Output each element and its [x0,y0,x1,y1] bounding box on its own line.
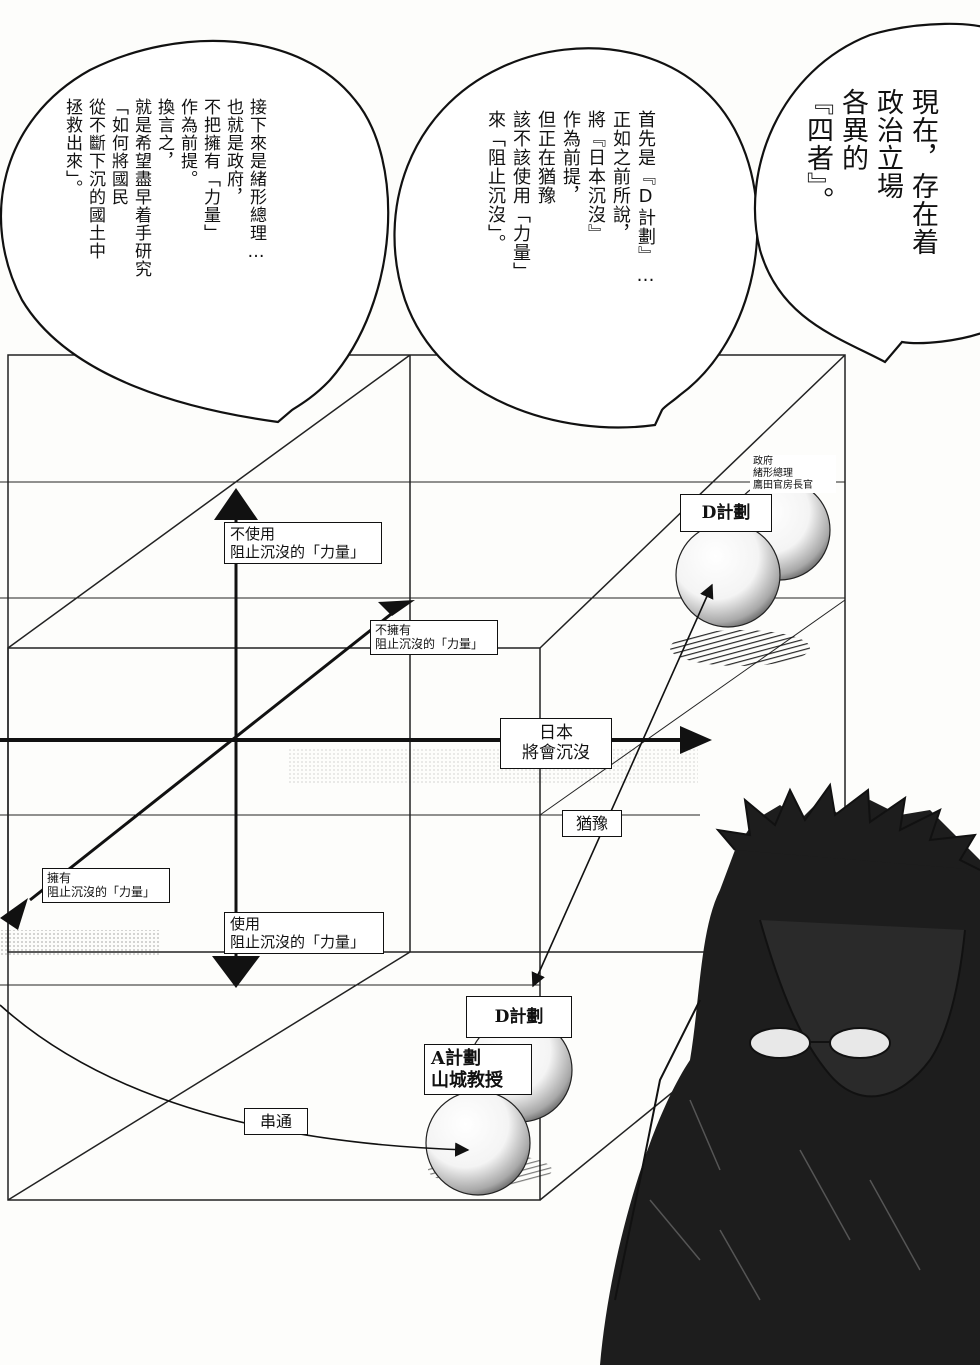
arrow-back-icon [378,600,415,616]
balloon-middle-line: 作為前提， [560,110,581,205]
label-line: 將會沉沒 [522,743,590,764]
balloon-middle [393,47,759,429]
label-line: 不擁有 [375,623,412,637]
label-line: 緒形總理 [753,468,793,479]
label-d-plan-bottom: D計劃 [466,996,572,1039]
label-use-force: 使用 阻止沉沒的「力量」 [224,912,384,954]
label-line: 阻止沉沒的「力量」 [230,543,366,561]
balloon-right [753,22,980,364]
label-a-plan: A計劃 山城教授 [424,1044,532,1096]
balloon-middle-text: 首先是『D計劃』… 正如之前所說， 將『日本沉沒』 作為前提， 但正在猶豫 該不… [483,110,658,370]
balloon-right-line: 『四者』。 [802,88,833,215]
label-japan-sinks: 日本 將會沉沒 [500,718,612,769]
sphere-d-plan-top [675,522,781,628]
balloon-middle-line: 將『日本沉沒』 [585,110,606,243]
balloon-right-line: 各異的 [837,88,868,172]
character-illustration [600,782,980,1365]
label-line: 鷹田官房長官 [753,480,813,491]
sphere-a-plan [425,1090,531,1196]
arrow-up-icon [214,488,258,520]
balloon-left-line: 拯救出來」。 [62,98,82,198]
arrow-down-icon [212,956,260,988]
balloon-right-line: 現在，存在着 [907,88,938,256]
balloon-left-line: 換言之， [154,98,174,170]
relation-arrows [0,583,714,1157]
balloon-left-line: 從不斷下沉的國土中 [85,98,105,260]
label-hesitate: 猶豫 [562,810,622,838]
label-own-force: 擁有 阻止沉沒的「力量」 [42,868,170,903]
label-line: 擁有 [47,871,72,885]
balloon-left-line: 也就是政府， [223,98,243,206]
balloon-right-text: 現在，存在着 政治立場 各異的 『四者』。 [800,88,940,308]
balloon-left-text: 接下來是緒形總理… 也就是政府， 不把擁有「力量」 作為前提。 換言之， 就是希… [60,98,267,398]
label-line: A計劃 [431,1048,481,1069]
label-line: 使用 [230,915,261,933]
balloon-middle-line: 正如之前所說， [610,110,631,243]
balloon-left-line: 作為前提。 [177,98,197,188]
balloon-middle-line: 首先是『D計劃』… [635,110,656,287]
glasses-right-lens [829,1027,891,1059]
glasses-left-lens [749,1027,811,1059]
balloon-right-line: 政治立場 [872,88,903,200]
balloon-middle-line: 該不該使用「力量」 [510,110,531,281]
label-not-own-force: 不擁有 阻止沉沒的「力量」 [370,620,498,655]
label-government: 政府 緒形總理 鷹田官房長官 [750,455,836,493]
label-d-plan-top: D計劃 [680,494,772,533]
balloon-middle-line: 來「阻止沉沒」。 [485,110,506,253]
label-line: 不使用 [230,525,276,543]
balloon-left-line: 接下來是緒形總理… [246,98,266,263]
label-line: 阻止沉沒的「力量」 [375,637,484,652]
arrow-front-icon [0,898,28,930]
label-connect: 串通 [244,1108,308,1136]
balloon-left [0,39,390,424]
balloon-middle-line: 但正在猶豫 [535,110,556,205]
balloon-left-line: 不把擁有「力量」 [200,98,220,242]
label-line: 政府 [753,456,773,467]
label-line: 日本 [539,723,573,743]
label-line: 山城教授 [431,1069,503,1091]
label-line: 阻止沉沒的「力量」 [47,885,156,900]
label-line: 阻止沉沒的「力量」 [230,933,366,951]
label-not-use-force: 不使用 阻止沉沒的「力量」 [224,522,382,564]
balloon-left-line: 「如何將國民 [108,98,128,206]
balloon-left-line: 就是希望盡早着手研究 [131,98,151,278]
